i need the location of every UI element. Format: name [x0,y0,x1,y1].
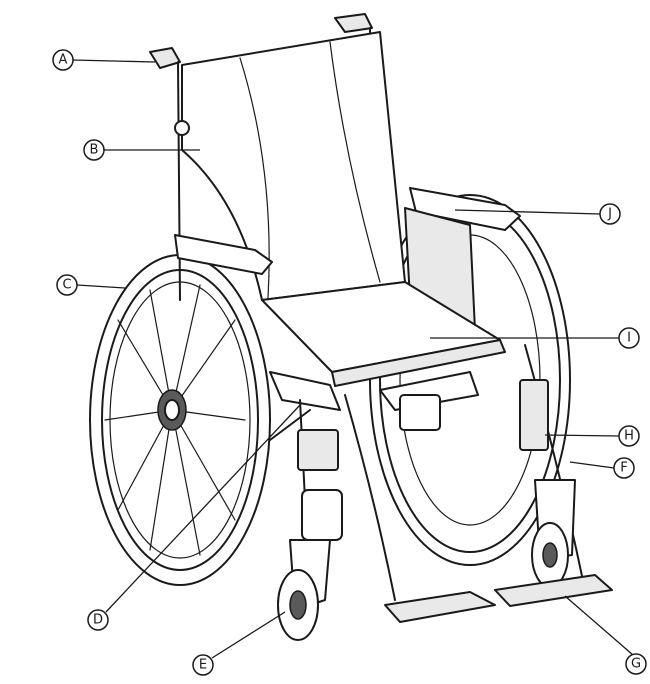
callout-H: H [618,425,640,447]
backrest [149,13,406,301]
callout-label-D: D [93,613,103,628]
callout-E: E [192,654,214,676]
callout-F: F [613,457,635,479]
callout-label-G: G [631,657,641,672]
callout-D: D [87,609,109,631]
callout-label-J: J [607,207,612,222]
far-caster [531,479,576,588]
callout-label-F: F [620,461,627,476]
seat-edge [331,339,506,387]
callout-A: A [52,49,74,71]
near-caster [277,489,343,641]
callout-I: I [618,327,640,349]
callout-label-H: H [624,429,634,444]
frame [269,344,586,601]
callout-label-C: C [62,278,71,293]
footrests [384,574,613,623]
armrests [174,187,521,275]
callout-label-B: B [90,143,99,158]
callout-J: J [599,203,621,225]
callout-G: G [625,653,647,675]
leader-lines [72,59,634,659]
callout-B: B [83,139,105,161]
callout-label-I: I [627,331,631,346]
near-rear-wheel [89,254,271,586]
callout-label-E: E [199,658,207,673]
callout-label-A: A [59,53,68,68]
callout-C: C [56,274,78,296]
